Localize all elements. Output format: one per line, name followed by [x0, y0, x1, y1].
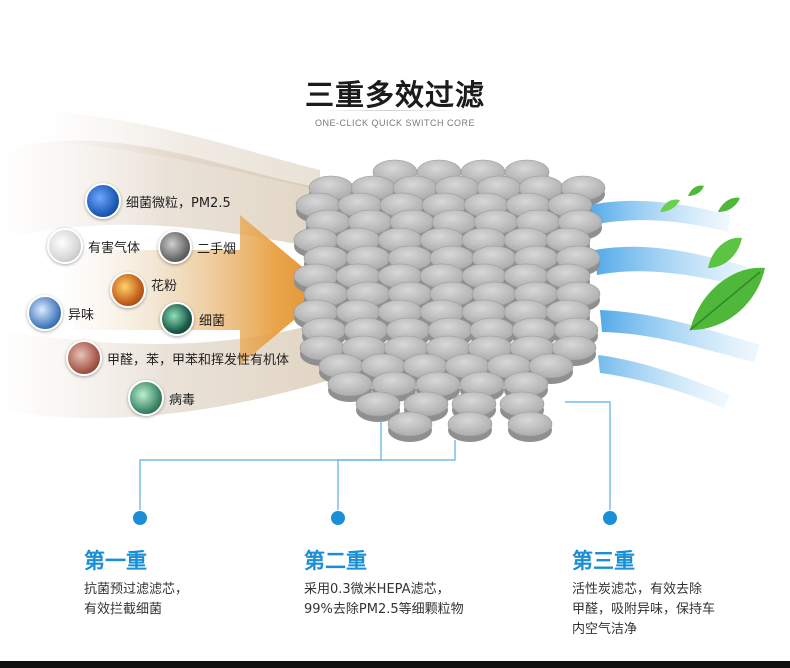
stage-1-desc-line: 抗菌预过滤滤芯，	[84, 582, 189, 597]
stage-2-title: 第二重	[304, 549, 367, 573]
pollutant-label: 病毒	[169, 392, 196, 408]
stage-1-title: 第一重	[84, 549, 147, 573]
formaldehyde-icon	[66, 340, 102, 376]
pollutant-harmful-gas: 有害气体	[47, 228, 140, 264]
pollutant-label: 二手烟	[197, 241, 237, 257]
pollutant-label: 花粉	[151, 278, 178, 294]
stage-2-desc-line: 99%去除PM2.5等细颗粒物	[304, 602, 464, 617]
clean-air-arrow-bottom	[598, 355, 730, 408]
pollutant-secondhand-smoke: 二手烟	[158, 230, 236, 264]
pollutant-label: 细菌微粒，PM2.5	[126, 195, 231, 211]
dirty-air-arrow	[60, 215, 330, 365]
clean-air-arrow-top	[590, 200, 730, 232]
stage-2-marker	[331, 511, 345, 525]
connector-line-1	[139, 420, 382, 510]
stage-3-description: 活性炭滤芯，有效去除 甲醛，吸附异味，保持车 内空气洁净	[572, 580, 762, 640]
leaf-small-3	[688, 185, 704, 196]
leaf-medium	[708, 237, 742, 268]
bacteria-particle-icon	[85, 183, 121, 219]
pollutant-label: 有害气体	[88, 240, 141, 256]
pollutant-odor: 异味	[27, 295, 94, 331]
pollutant-germs: 细菌	[160, 302, 225, 336]
bottom-border	[0, 661, 790, 668]
pollutant-label: 甲醛，苯，甲苯和挥发性有机体	[107, 352, 290, 368]
connector-line-2	[337, 440, 456, 510]
connector-line-3	[565, 401, 611, 510]
stage-3-desc-line: 甲醛，吸附异味，保持车	[572, 602, 716, 617]
stage-1-desc-line: 有效拦截细菌	[84, 602, 163, 617]
smoke-swirl-top	[40, 110, 320, 190]
pollutant-bacteria-pm25: 细菌微粒，PM2.5	[85, 183, 231, 219]
cigarette-icon	[158, 230, 192, 264]
pollutant-virus: 病毒	[128, 380, 195, 416]
filter-tablet	[355, 391, 401, 422]
stage-1-description: 抗菌预过滤滤芯， 有效拦截细菌	[84, 580, 284, 620]
title-divider	[315, 110, 465, 111]
pollen-icon	[110, 272, 146, 308]
filter-tablet	[327, 371, 373, 402]
virus-icon	[128, 380, 164, 416]
stage-2-description: 采用0.3微米HEPA滤芯， 99%去除PM2.5等细颗粒物	[304, 580, 534, 620]
filter-tablet	[403, 391, 449, 422]
filter-tablet	[471, 281, 517, 312]
pollutant-label: 异味	[68, 307, 95, 323]
stage-3-marker	[603, 511, 617, 525]
stage-2-desc-line: 采用0.3微米HEPA滤芯，	[304, 582, 450, 597]
stage-3-desc-line: 活性炭滤芯，有效去除	[572, 582, 703, 597]
stage-3-title: 第三重	[572, 549, 635, 573]
filter-tablet	[387, 411, 433, 442]
clean-air-arrow-lower	[600, 310, 760, 362]
leaf-small-1	[718, 197, 740, 212]
clean-air-arrow-middle	[595, 246, 760, 290]
stage-3-desc-line: 内空气洁净	[572, 622, 638, 637]
page-subtitle: ONE-CLICK QUICK SWITCH CORE	[314, 118, 475, 128]
odor-icon	[27, 295, 63, 331]
pollutant-pollen: 花粉	[110, 272, 177, 308]
page-title: 三重多效过滤	[304, 78, 485, 112]
pollutant-label: 细菌	[199, 313, 226, 329]
filter-tablet	[447, 411, 493, 442]
harmful-gas-icon	[47, 228, 83, 264]
leaf-small-2	[660, 199, 680, 212]
pollutant-formaldehyde: 甲醛，苯，甲苯和挥发性有机体	[66, 340, 289, 376]
germ-icon	[160, 302, 194, 336]
filter-tablet-stack	[293, 159, 606, 442]
filter-tablet	[507, 411, 553, 442]
stage-1-marker	[133, 511, 147, 525]
